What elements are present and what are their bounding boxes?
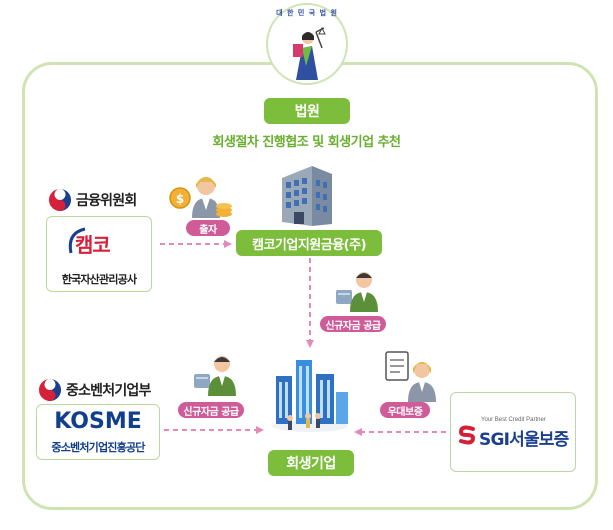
kamco-logo-text: 캠코 — [75, 233, 111, 257]
kosme-logo-text: KOSME — [54, 409, 142, 434]
fund-supplier-person-icon — [336, 272, 378, 312]
kamco-box: 캠코 한국자산관리공사 — [46, 216, 152, 292]
camco-supply-label: 신규자금 공급 — [320, 316, 386, 332]
sgi-logo-text: SGI서울보증 — [479, 430, 569, 450]
svg-text:$: $ — [176, 192, 184, 206]
investor-person-icon: $ — [169, 177, 232, 218]
smes-ministry-label: 중소벤처기업부 — [38, 378, 151, 402]
fsc-ministry-name: 금융위원회 — [76, 193, 137, 209]
sgi-tagline: Your Best Credit Partner — [481, 417, 546, 423]
kosme-box: KOSME 중소벤처기업진흥공단 — [36, 404, 160, 460]
building-icon — [282, 166, 332, 226]
smes-ministry-name: 중소벤처기업부 — [66, 383, 151, 399]
fsc-ministry-label: 금융위원회 — [48, 188, 137, 212]
sgi-logo-icon — [458, 425, 476, 445]
court-role-subtitle: 회생절차 진행협조 및 회생기업 추천 — [212, 135, 401, 150]
guarantor-person-icon — [385, 351, 436, 402]
court-seal-text: 대 한 민 국 법 원 — [276, 9, 338, 17]
kamco-org-name: 한국자산관리공사 — [61, 273, 137, 286]
taeguk-icon — [38, 378, 62, 402]
sgi-box: Your Best Credit Partner SGI서울보증 — [450, 392, 576, 472]
fund-supplier-person-icon — [194, 356, 236, 396]
kosme-supply-label: 신규자금 공급 — [178, 402, 244, 418]
kamco-logo-icon — [68, 227, 86, 254]
court-seal-icon — [266, 3, 348, 85]
rehab-company-label: 회생기업 — [268, 450, 354, 476]
kosme-org-name: 중소벤처기업진흥공단 — [51, 441, 145, 454]
companies-city-icon — [272, 360, 348, 432]
camco-fund-label: 캠코기업지원금융(주) — [236, 230, 382, 256]
guarantee-label: 우대보증 — [380, 402, 430, 418]
investment-label: 출자 — [186, 220, 230, 236]
court-label: 법원 — [264, 98, 350, 124]
taeguk-icon — [48, 188, 72, 212]
